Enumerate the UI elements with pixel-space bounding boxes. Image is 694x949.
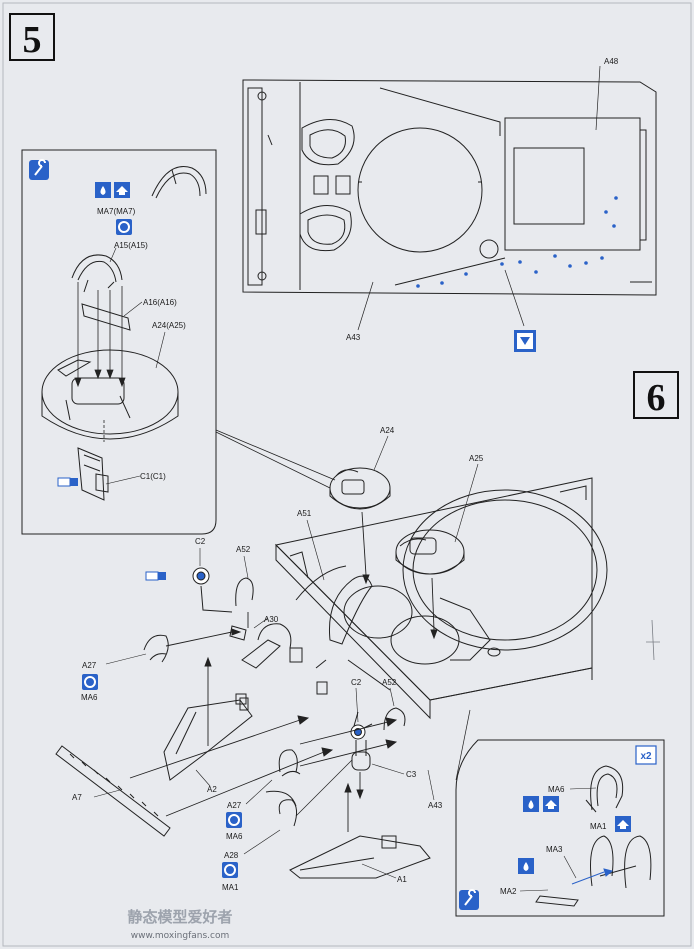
step-5-label: 5 bbox=[23, 19, 42, 61]
glue-icon-ma3 bbox=[518, 858, 534, 874]
step-5-number: 5 bbox=[9, 13, 55, 61]
part-MA7-label: MA7(MA7) bbox=[97, 207, 136, 216]
part-A52-a-label: A52 bbox=[236, 545, 251, 554]
part-A51-label: A51 bbox=[297, 509, 312, 518]
tool-icon bbox=[29, 159, 49, 180]
part-A28-label: A28 bbox=[224, 851, 239, 860]
part-C3-label: C3 bbox=[406, 770, 417, 779]
part-A27-b-label: A27 bbox=[227, 801, 242, 810]
x2-badge: x2 bbox=[635, 745, 657, 765]
hatch-A24 bbox=[329, 467, 391, 510]
part-A1-label: A1 bbox=[397, 875, 407, 884]
x2-text: x2 bbox=[640, 751, 652, 762]
part-A7 bbox=[55, 745, 171, 837]
paint-icon-ma1 bbox=[615, 816, 631, 832]
bottom-view-icon bbox=[514, 330, 536, 352]
part-A24-inset-label: A24(A25) bbox=[152, 321, 186, 330]
paint-icon bbox=[114, 182, 130, 198]
step-6-number: 6 bbox=[633, 371, 679, 419]
part-A24-label: A24 bbox=[380, 426, 395, 435]
inset-panel-hatch-assembly: MA7(MA7) A15(A15) bbox=[21, 149, 217, 535]
part-A16-label: A16(A16) bbox=[143, 298, 177, 307]
tool-icon-inset bbox=[459, 889, 479, 910]
part-A51 bbox=[289, 565, 373, 695]
marker-dots bbox=[416, 196, 618, 288]
cement-icon-a27 bbox=[82, 674, 98, 690]
part-C2-b-label: C2 bbox=[351, 678, 362, 687]
watermark-url: www.moxingfans.com bbox=[131, 931, 230, 941]
part-A48-label: A48 bbox=[604, 57, 619, 66]
watermark-chinese: 静态模型爱好者 bbox=[127, 908, 232, 926]
part-C2-a-label: C2 bbox=[195, 537, 206, 546]
part-MA1-c-label: MA1 bbox=[590, 822, 607, 831]
sprue-tag-icon bbox=[57, 477, 78, 487]
part-MA6-c-label: MA6 bbox=[548, 785, 565, 794]
glue-icon-ma6 bbox=[523, 796, 539, 812]
part-MA6-a-label: MA6 bbox=[81, 693, 98, 702]
cement-icon bbox=[116, 219, 132, 235]
part-MA2-label: MA2 bbox=[500, 887, 517, 896]
part-A27-a-label: A27 bbox=[82, 661, 97, 670]
part-A52-b-label: A52 bbox=[382, 678, 397, 687]
hull-top-plate bbox=[242, 79, 657, 296]
glue-icon bbox=[95, 182, 111, 198]
hatch-A25 bbox=[395, 529, 465, 575]
part-A43-label: A43 bbox=[428, 801, 443, 810]
part-A2 bbox=[163, 693, 253, 781]
part-A2-label: A2 bbox=[207, 785, 217, 794]
part-A30-label: A30 bbox=[264, 615, 279, 624]
step-6-label: 6 bbox=[647, 377, 666, 419]
sprue-tag-c2 bbox=[145, 571, 166, 581]
inset-panel-handles: x2 MA6 MA1 MA3 MA2 bbox=[455, 739, 665, 917]
part-A7-label: A7 bbox=[72, 793, 82, 802]
part-A15-label: A15(A15) bbox=[114, 241, 148, 250]
cement-icon-a27-b bbox=[226, 812, 242, 828]
part-MA6-b-label: MA6 bbox=[226, 832, 243, 841]
part-A43-top-label: A43 bbox=[346, 333, 361, 342]
cement-icon-a28 bbox=[222, 862, 238, 878]
watermark: 静态模型爱好者 www.moxingfans.com bbox=[127, 908, 232, 941]
paint-icon-ma6 bbox=[543, 796, 559, 812]
part-C1-label: C1(C1) bbox=[140, 472, 166, 481]
part-MA1-b-label: MA1 bbox=[222, 883, 239, 892]
part-A25-label: A25 bbox=[469, 454, 484, 463]
part-MA3-label: MA3 bbox=[546, 845, 563, 854]
